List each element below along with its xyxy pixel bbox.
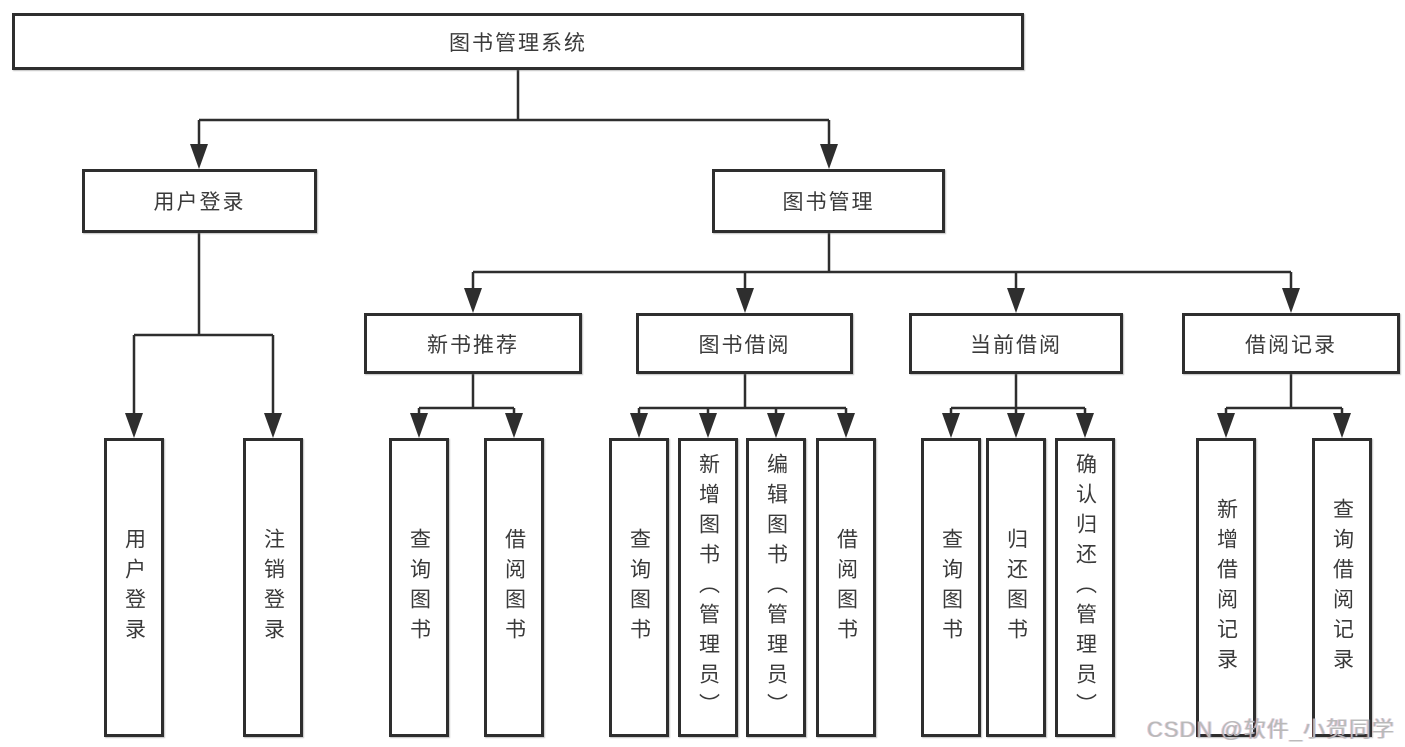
node-leaf-cb-query-books: 查询图书 xyxy=(921,438,981,737)
node-book-borrowing: 图书借阅 xyxy=(636,313,853,374)
node-leaf-bb-add-books-admin: 新增图书（管理员） xyxy=(678,438,738,737)
node-leaf-nbr-query-books: 查询图书 xyxy=(389,438,449,737)
node-current-borrowing: 当前借阅 xyxy=(909,313,1123,374)
node-user-login: 用户登录 xyxy=(82,169,317,233)
arrowheads xyxy=(125,144,1351,438)
node-library-management-system: 图书管理系统 xyxy=(12,13,1024,70)
node-leaf-cb-return-books: 归还图书 xyxy=(986,438,1046,737)
node-leaf-br-query-record: 查询借阅记录 xyxy=(1312,438,1372,737)
node-book-management: 图书管理 xyxy=(712,169,945,233)
node-leaf-nbr-borrow-books: 借阅图书 xyxy=(484,438,544,737)
node-new-book-recommend: 新书推荐 xyxy=(364,313,582,374)
node-leaf-cb-confirm-return-admin: 确认归还（管理员） xyxy=(1055,438,1115,737)
node-leaf-bb-edit-books-admin: 编辑图书（管理员） xyxy=(746,438,806,737)
watermark: CSDN @软件_小贺同学 xyxy=(1146,717,1395,742)
node-borrowing-records: 借阅记录 xyxy=(1182,313,1400,374)
node-leaf-bb-borrow-books: 借阅图书 xyxy=(816,438,876,737)
node-leaf-bb-query-books: 查询图书 xyxy=(609,438,669,737)
node-leaf-logout: 注销登录 xyxy=(243,438,303,737)
node-leaf-br-add-record: 新增借阅记录 xyxy=(1196,438,1256,737)
node-leaf-user-login: 用户登录 xyxy=(104,438,164,737)
